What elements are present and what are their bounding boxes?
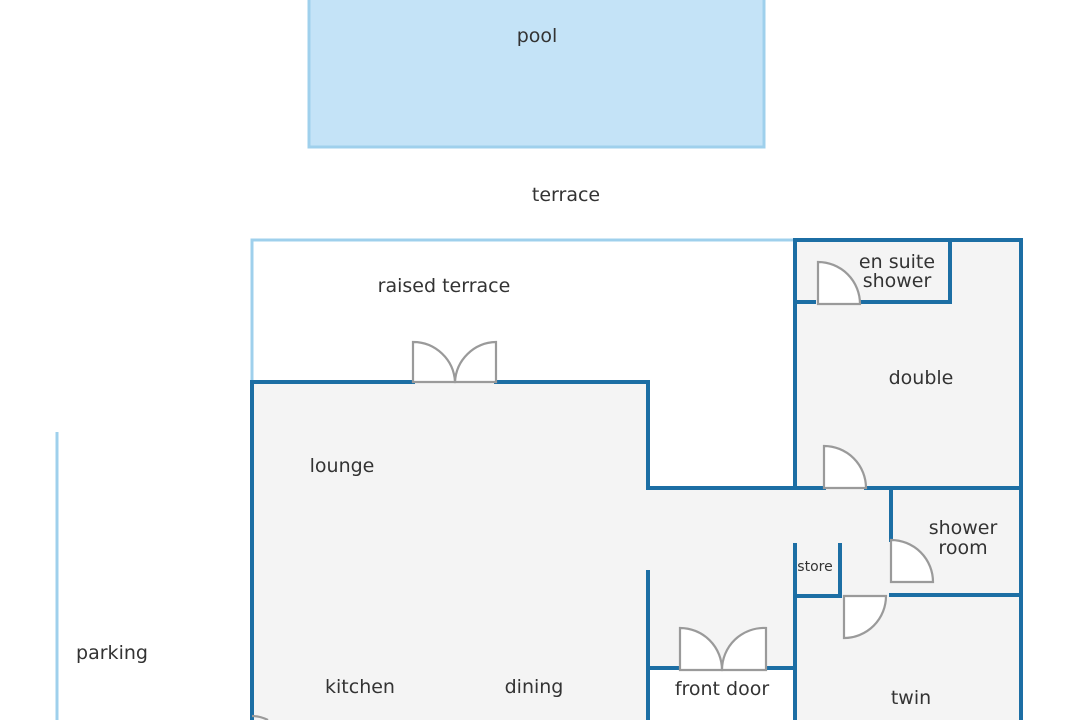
double-label: double — [889, 367, 954, 389]
kitchen-label: kitchen — [325, 676, 395, 698]
store-label: store — [797, 559, 832, 575]
raised-terrace-outline — [250, 238, 795, 382]
pool — [307, 0, 766, 149]
terrace-label: terrace — [532, 184, 600, 206]
pool-label: pool — [517, 25, 558, 47]
parking-label: parking — [76, 642, 148, 664]
front-entry-floor — [649, 668, 794, 720]
interior-floor — [252, 240, 1021, 720]
twin-bedroom-door — [842, 594, 888, 640]
kitchen-door-arc — [251, 714, 269, 720]
front-door-label: front door — [675, 678, 770, 700]
en-suite-label-line2: shower — [863, 270, 932, 292]
en-suite-door — [816, 260, 862, 306]
twin-label: twin — [891, 687, 931, 709]
shower-room-label-line2: room — [938, 537, 987, 559]
lounge-label: lounge — [310, 455, 375, 477]
dining-label: dining — [505, 676, 564, 698]
en-suite-label-line1: en suite — [859, 251, 935, 273]
raised-terrace-double-door — [411, 340, 498, 384]
front-double-door — [678, 626, 768, 672]
shower-room-door — [889, 538, 935, 584]
walls — [250, 238, 1023, 720]
double-bedroom-door — [822, 444, 868, 490]
shower-room-label-line1: shower — [929, 517, 998, 539]
raised-terrace-label: raised terrace — [378, 275, 511, 297]
